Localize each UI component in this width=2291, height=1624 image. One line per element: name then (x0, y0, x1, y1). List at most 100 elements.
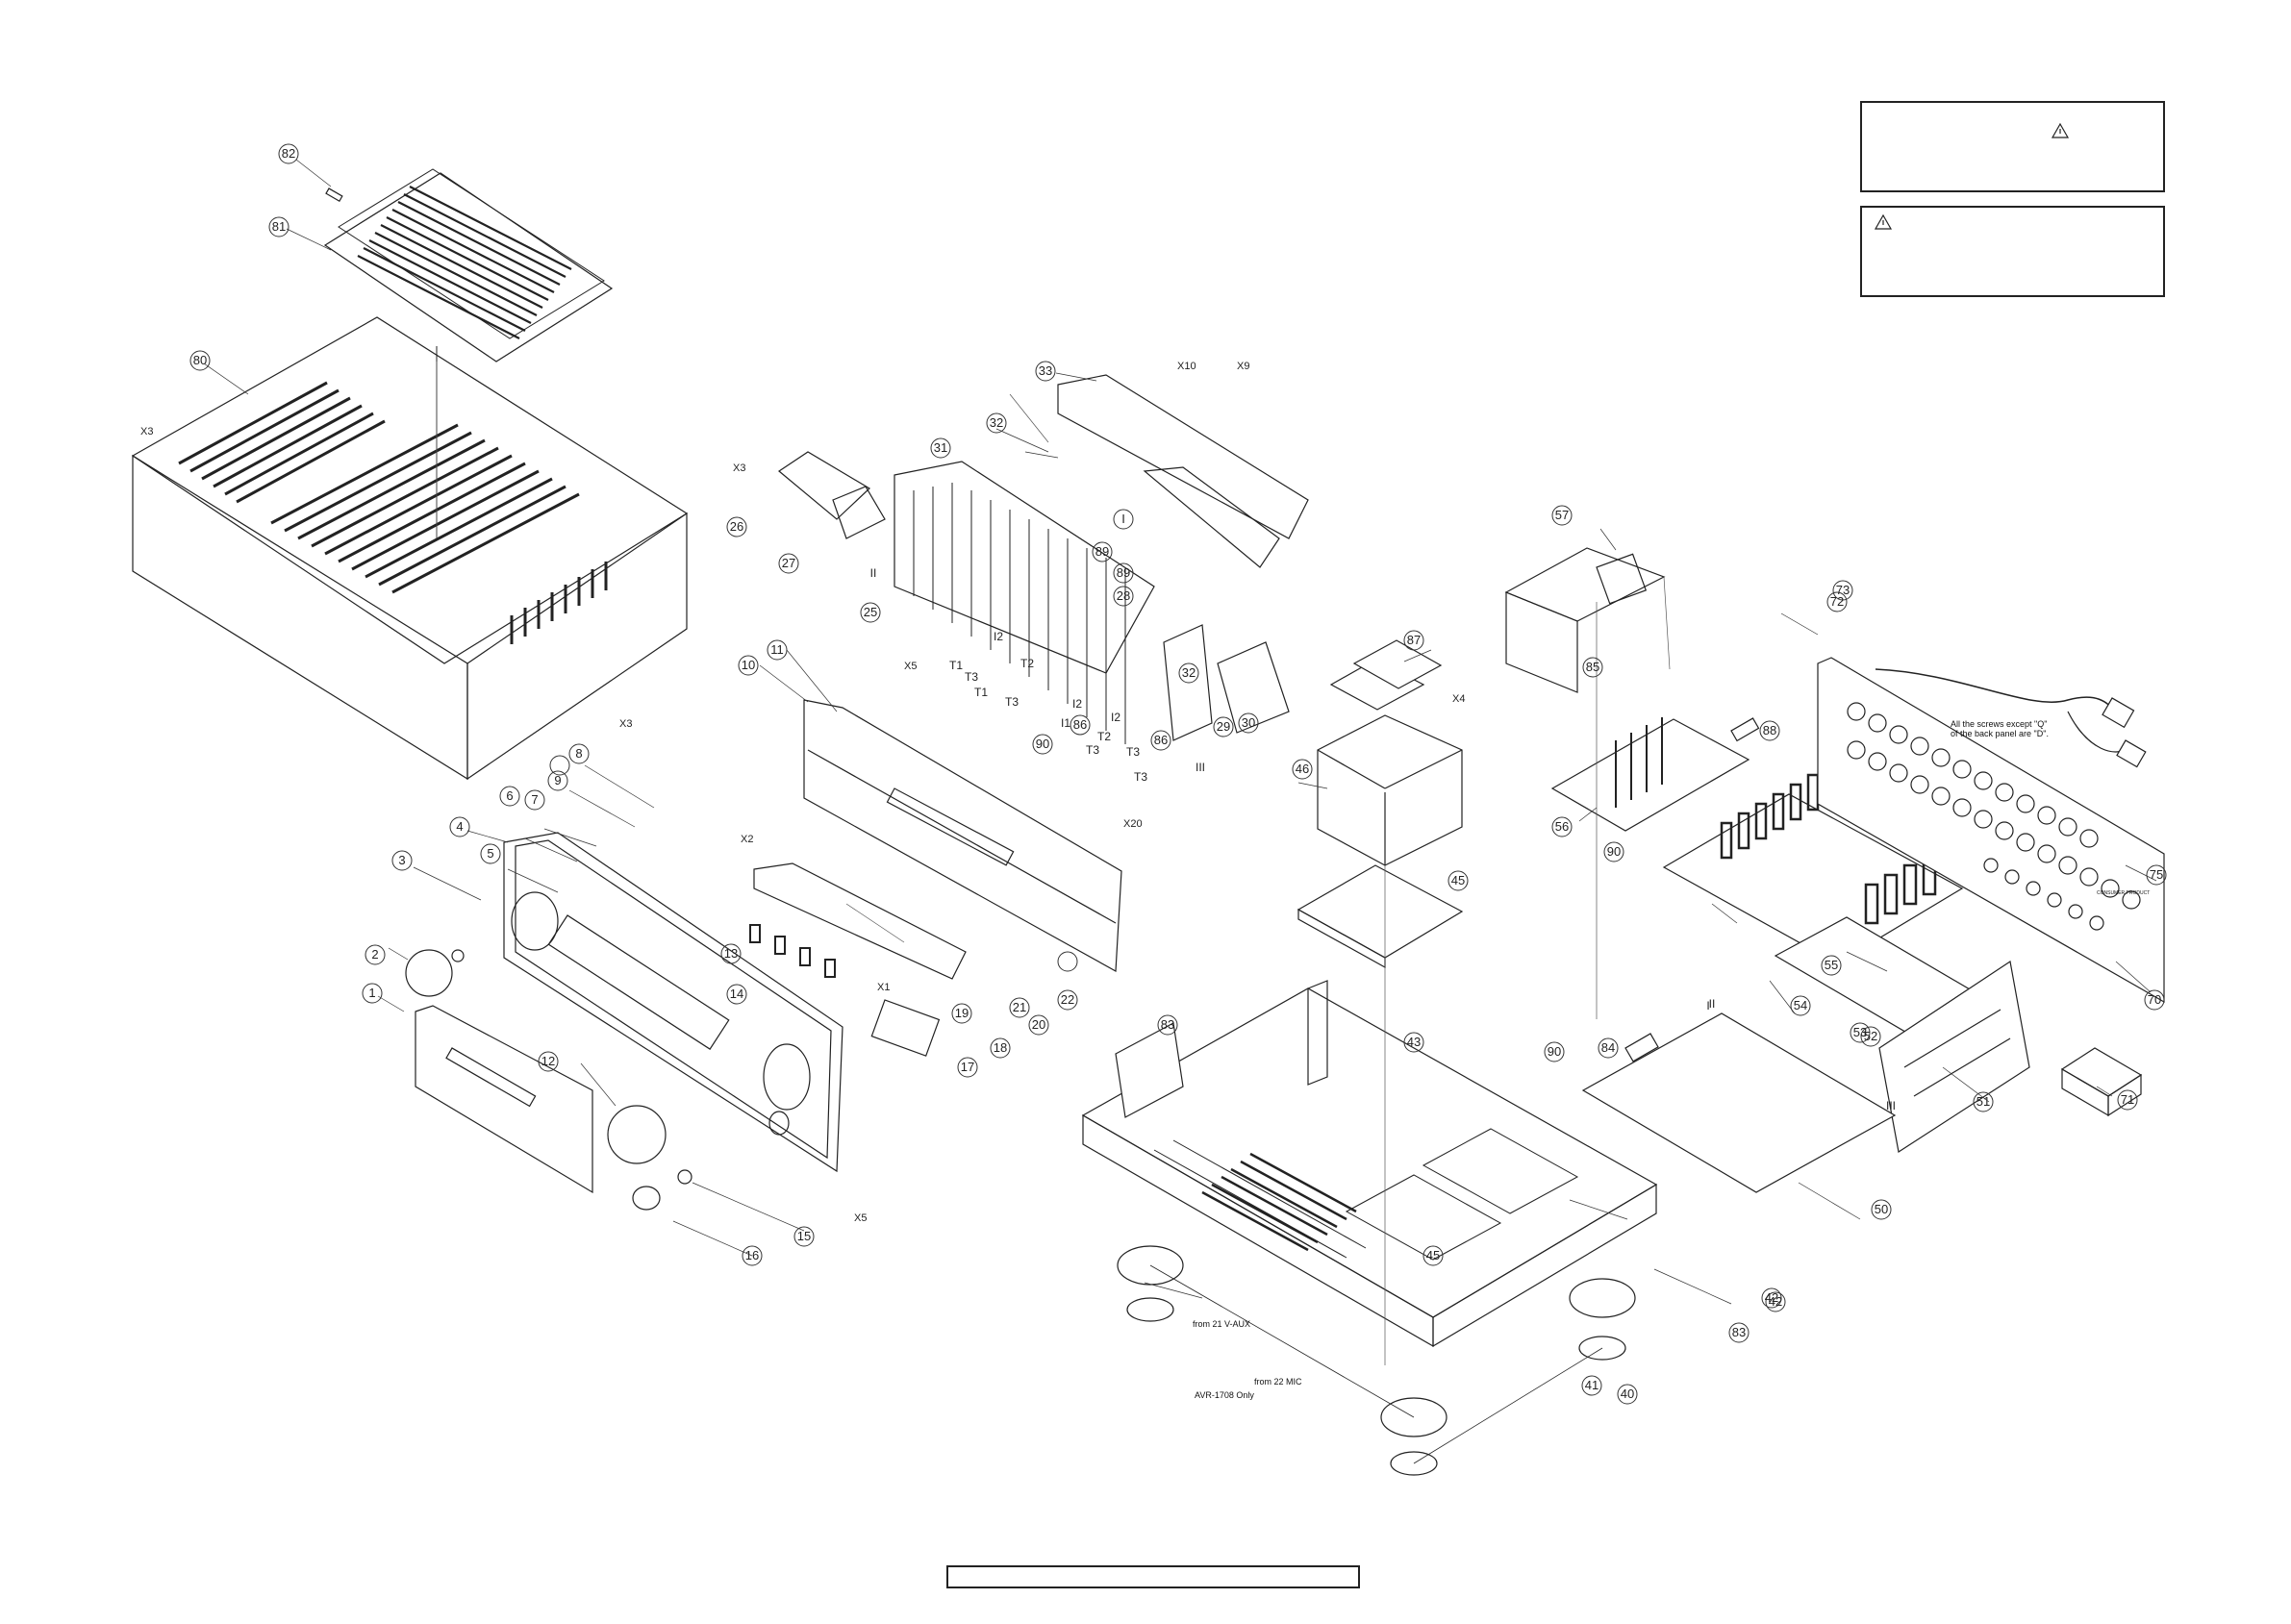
svg-text:I2: I2 (994, 630, 1003, 643)
svg-text:T1: T1 (949, 659, 963, 672)
callout-53: 53 (1853, 1025, 1867, 1039)
main-top-cover (131, 316, 689, 781)
front-panel (503, 832, 843, 1173)
svg-text:II: II (1709, 997, 1716, 1011)
callout-43: 43 (1407, 1035, 1421, 1049)
callout-32-top: 32 (990, 415, 1003, 430)
callout-20: 20 (1032, 1017, 1045, 1032)
svg-text:III: III (1196, 761, 1205, 774)
svg-text:T2: T2 (1097, 730, 1111, 743)
insulation-sheet (1352, 639, 1443, 689)
callout-15: 15 (797, 1229, 811, 1243)
callout-7: 7 (531, 792, 538, 807)
callout-21: 21 (1013, 1000, 1026, 1014)
callout-19: 19 (955, 1006, 969, 1020)
callout-18: 18 (994, 1040, 1007, 1055)
callout-11: 11 (770, 642, 784, 657)
svg-text:T3: T3 (1134, 770, 1147, 784)
svg-text:I2: I2 (1111, 711, 1120, 724)
callout-9: 9 (554, 773, 561, 787)
fuse-holder (1730, 717, 1760, 742)
callout-42: 42 (1765, 1290, 1778, 1305)
svg-text:I: I (1706, 999, 1709, 1012)
mic-note: from 22 MIC (1254, 1377, 1302, 1387)
svg-text:X3: X3 (733, 462, 745, 474)
back-panel-note-line2: of the back panel are "D". (1951, 729, 2049, 738)
back-panel-note-line1: All the screws except "Q" (1951, 719, 2047, 729)
side-brackets (777, 451, 886, 539)
callout-89: 89 (1117, 565, 1130, 580)
callout-5: 5 (487, 846, 493, 861)
svg-text:I1: I1 (1061, 716, 1070, 730)
svg-text:X20: X20 (1123, 818, 1143, 830)
callout-55: 55 (1825, 958, 1838, 972)
callout-27: 27 (782, 556, 795, 570)
callout-80: 80 (193, 353, 207, 367)
callout-90-upper: 90 (1607, 844, 1621, 859)
callout-1: 1 (368, 986, 375, 1000)
callout-25: 25 (864, 605, 877, 619)
display-pcb (803, 699, 1122, 972)
callout-73: 73 (1836, 583, 1850, 597)
warning-triangle-icon (2051, 122, 2070, 138)
callout-86b: 86 (1073, 717, 1087, 732)
callout-86: 86 (1154, 733, 1168, 747)
callout-83-right: 83 (1732, 1325, 1746, 1339)
callout-45: 45 (1451, 873, 1465, 887)
main-chassis (1081, 980, 1658, 1348)
bottom-board (1581, 1012, 1897, 1193)
callout-85: 85 (1586, 660, 1599, 674)
rear-panel-label: CONSUMER PRODUCT (2097, 890, 2150, 896)
svg-text:T3: T3 (1005, 695, 1019, 709)
callout-12: 12 (541, 1054, 555, 1068)
callout-41: 41 (1585, 1378, 1599, 1392)
svg-text:T2: T2 (1020, 657, 1034, 670)
diagram-notes: All the screws except "Q" of the back pa… (1193, 719, 2150, 1400)
accessory-box (2060, 1047, 2143, 1117)
avr-only-note: AVR-1708 Only (1195, 1390, 1254, 1400)
callout-31: 31 (934, 440, 947, 455)
callout-54: 54 (1794, 998, 1807, 1012)
svg-text:T3: T3 (965, 670, 978, 684)
callout-6: 6 (506, 788, 513, 803)
callout-10: 10 (742, 658, 755, 672)
transformer-plate (1297, 864, 1464, 969)
callout-89b: 89 (1095, 544, 1109, 559)
callout-56: 56 (1555, 819, 1569, 834)
svg-text:X3: X3 (619, 718, 632, 730)
info-box-bottom (1860, 206, 2165, 297)
rear-panel (1817, 657, 2165, 1004)
top-vent-cover (323, 168, 614, 362)
svg-text:X2: X2 (741, 834, 753, 845)
callout-42b: 42 (1769, 1294, 1782, 1309)
callout-88: 88 (1763, 723, 1776, 737)
callout-82: 82 (282, 146, 295, 161)
svg-text:X9: X9 (1237, 361, 1249, 372)
chassis-side-bracket (1115, 1022, 1184, 1118)
svg-text:III: III (1886, 1099, 1896, 1112)
callout-26: 26 (730, 519, 743, 534)
svg-text:T3: T3 (1086, 743, 1099, 757)
power-transformer (1317, 659, 1463, 866)
callout-16: 16 (745, 1248, 759, 1262)
svg-text:X5: X5 (854, 1212, 867, 1224)
svg-text:X4: X4 (1452, 693, 1465, 705)
svg-text:T1: T1 (974, 686, 988, 699)
callout-33: 33 (1039, 363, 1052, 378)
callout-I-ref: I (1121, 512, 1125, 526)
callout-52: 52 (1864, 1029, 1877, 1043)
callout-14: 14 (730, 987, 743, 1001)
warning-triangle-icon (1874, 213, 1893, 230)
callout-84: 84 (1601, 1040, 1615, 1055)
callout-46: 46 (1296, 762, 1309, 776)
callout-30: 30 (1242, 715, 1255, 730)
svg-text:T3: T3 (1126, 745, 1140, 759)
svg-text:I2: I2 (1072, 697, 1082, 711)
callout-8: 8 (575, 746, 582, 761)
heatsink-assembly (894, 374, 1309, 744)
callout-72: 72 (1830, 594, 1844, 609)
callout-57: 57 (1555, 508, 1569, 522)
callout-70: 70 (2148, 992, 2161, 1007)
